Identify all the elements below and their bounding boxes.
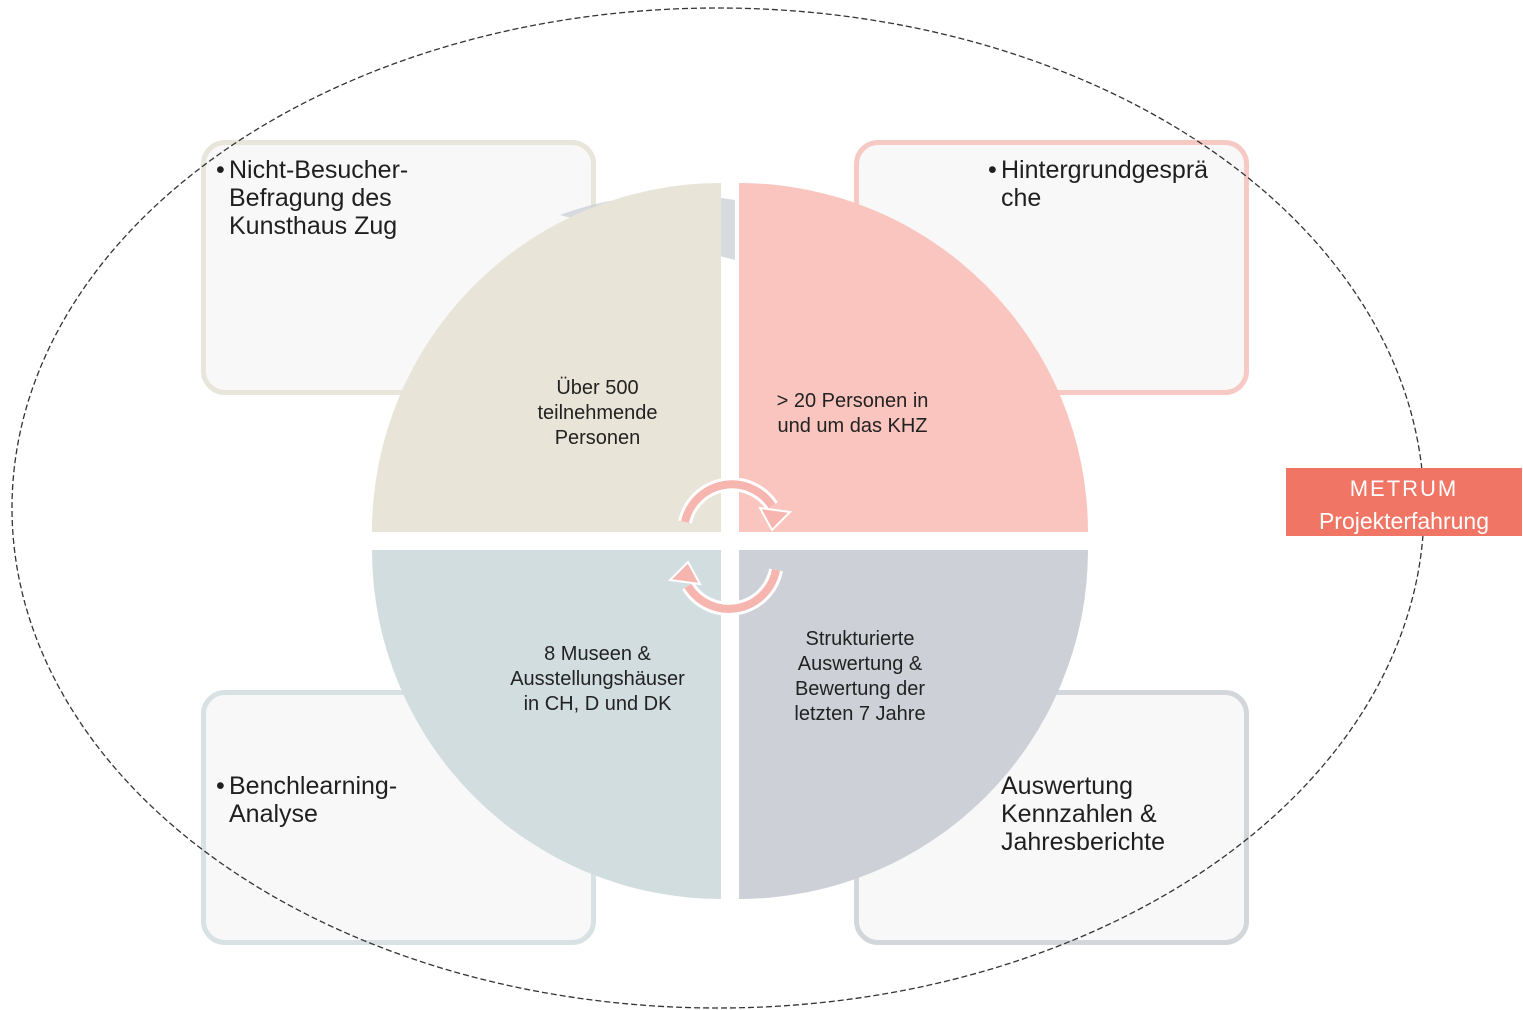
metrum-badge-label: Projekterfahrung xyxy=(1318,508,1490,534)
quadrant-bottom-left xyxy=(372,550,721,899)
bullet-top-right: • xyxy=(988,156,997,184)
quadrant-bottom-right xyxy=(739,550,1088,899)
card-text-bottom-right: Auswertung Kennzahlen & Jahresberichte xyxy=(1001,772,1165,856)
metrum-logo-text: METRUM xyxy=(1349,476,1459,501)
card-text-top-left: Nicht-Besucher- Befragung des Kunsthaus … xyxy=(229,156,409,240)
cycle-arrows-icon xyxy=(667,477,793,616)
bullet-bottom-left: • xyxy=(216,772,225,800)
quadrant-top-right xyxy=(739,183,1088,532)
quadrant-text-bottom-right: Strukturierte Auswertung & Bewertung der… xyxy=(794,628,926,725)
quadrant-text-top-right: > 20 Personen in und um das KHZ xyxy=(776,390,929,437)
bullet-top-left: • xyxy=(216,156,225,184)
card-text-bottom-left: Benchlearning- Analyse xyxy=(229,772,398,828)
quadrant-top-left xyxy=(372,183,721,532)
metrum-badge: METRUM Projekterfahrung xyxy=(1286,468,1522,536)
quadrant-text-bottom-left: 8 Museen & Ausstellungshäuser in CH, D u… xyxy=(510,643,685,715)
card-text-top-right: Hintergrundgesprä che xyxy=(1001,156,1209,212)
quadrant-text-top-left: Über 500 teilnehmende Personen xyxy=(537,377,658,449)
